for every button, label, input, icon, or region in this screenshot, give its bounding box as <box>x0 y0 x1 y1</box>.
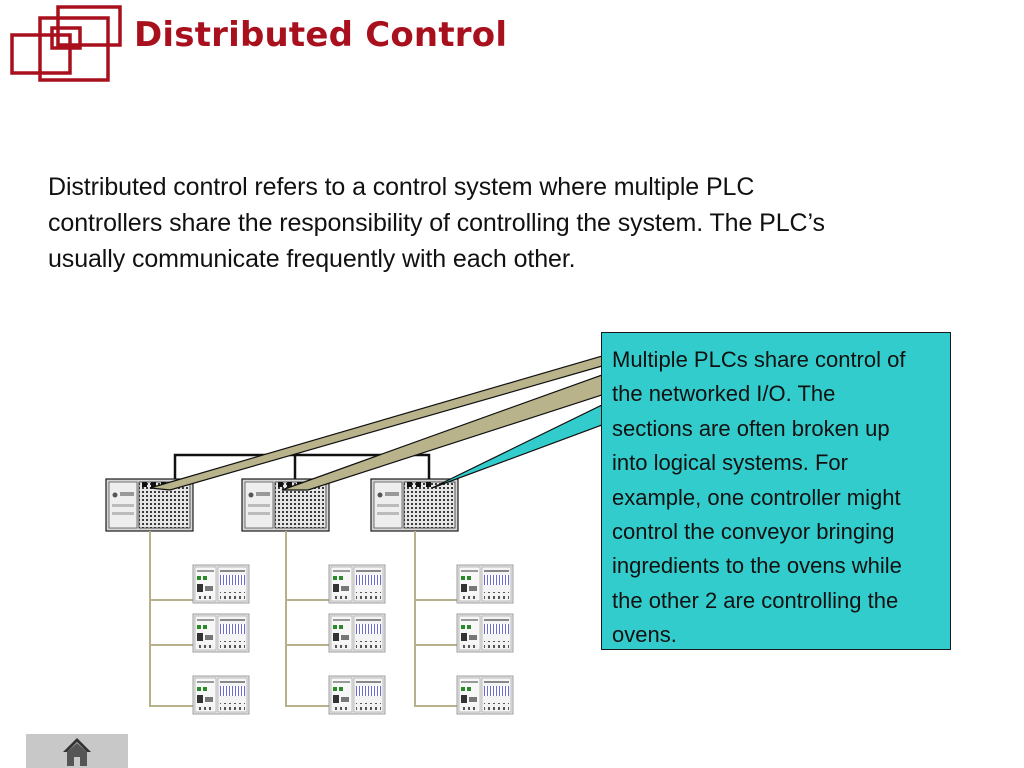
intro-paragraph: Distributed control refers to a control … <box>48 169 968 277</box>
callout-box: Multiple PLCs share control of the netwo… <box>601 332 951 650</box>
callout-line: the networked I/O. The <box>612 381 836 407</box>
io-module <box>456 675 514 715</box>
io-module <box>328 675 386 715</box>
io-module <box>456 564 514 604</box>
home-icon <box>63 738 91 766</box>
io-module <box>328 613 386 653</box>
callout-line: ingredients to the ovens while <box>612 553 902 579</box>
io-module <box>192 675 250 715</box>
page-title: Distributed Control <box>134 15 508 55</box>
callout-line: Multiple PLCs share control of <box>612 347 906 372</box>
callout-line: sections are often broken up <box>612 415 890 441</box>
callout-line: the other 2 are controlling the <box>612 587 899 613</box>
plc-controller <box>370 478 459 532</box>
io-module <box>192 564 250 604</box>
io-module <box>328 564 386 604</box>
io-module <box>456 613 514 653</box>
callout-line: ovens. <box>612 622 677 648</box>
intro-line: controllers share the responsibility of … <box>48 209 825 237</box>
intro-line: Distributed control refers to a control … <box>48 173 755 201</box>
intro-line: usually communicate frequently with each… <box>48 245 576 273</box>
callout-pointer <box>149 355 603 491</box>
network-link <box>173 453 431 481</box>
io-module <box>192 613 250 653</box>
io-wiring <box>149 531 457 707</box>
callout-line: example, one controller might <box>612 484 901 510</box>
nested-squares-logo <box>10 5 122 82</box>
home-button[interactable] <box>26 734 128 768</box>
callout-line: control the conveyor bringing <box>612 519 895 545</box>
callout-line: into logical systems. For <box>612 450 848 476</box>
